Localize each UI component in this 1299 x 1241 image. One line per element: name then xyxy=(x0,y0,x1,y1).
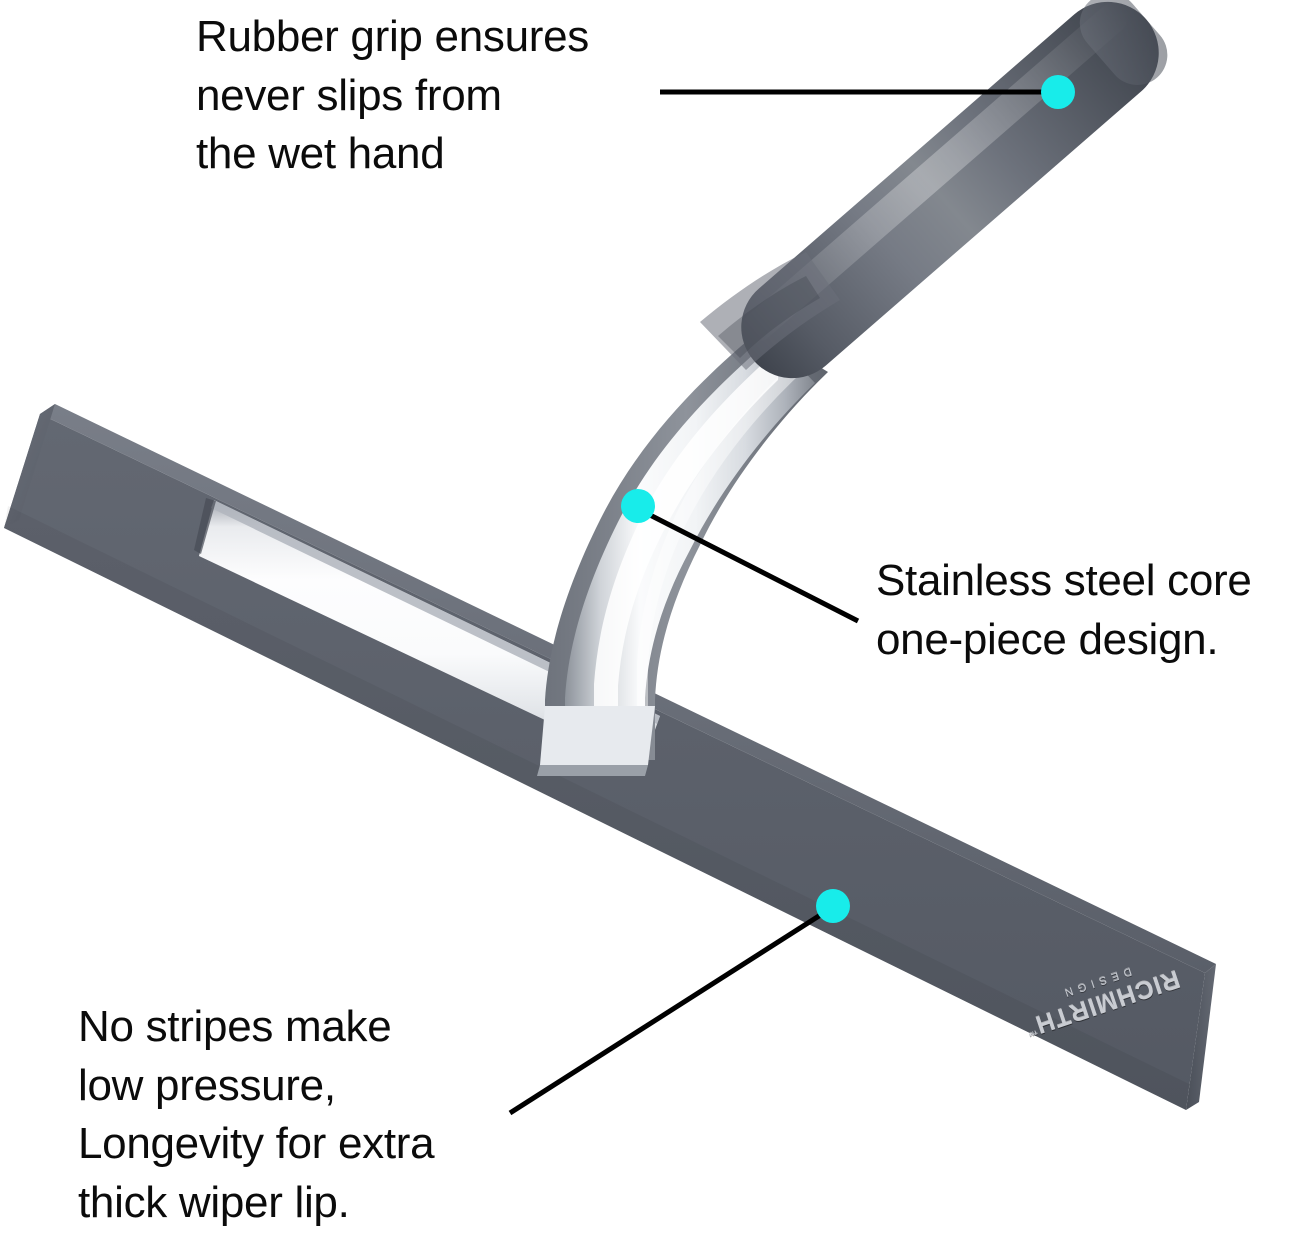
blade-lower-shade xyxy=(4,506,1189,1110)
marker-dot-core[interactable] xyxy=(621,489,655,523)
blade-steel-strip xyxy=(199,500,660,766)
blade-strip-notch xyxy=(194,498,216,554)
handle-core-socket xyxy=(700,252,840,370)
core-soft-highlight xyxy=(637,356,800,744)
stainless-steel-core xyxy=(537,330,828,776)
blade-right-end xyxy=(1186,964,1216,1110)
blade-steel-strip-edge xyxy=(211,500,660,724)
handle-core-shadow xyxy=(718,276,820,358)
leader-lines xyxy=(508,89,1044,1116)
marker-dot-lip[interactable] xyxy=(816,889,850,923)
core-highlight xyxy=(594,348,780,744)
handle-specular xyxy=(742,3,1128,342)
marker-dot-grip[interactable] xyxy=(1041,75,1075,109)
handle-end-cap xyxy=(1079,0,1168,85)
core-base-shadow xyxy=(537,765,648,776)
blade-left-tip xyxy=(4,404,55,528)
callout-text-stainless-core: Stainless steel core one-piece design. xyxy=(876,556,1252,664)
core-base-plate xyxy=(540,706,655,765)
leader-line-lip xyxy=(508,911,824,1116)
callout-text-rubber-grip: Rubber grip ensures never slips from the… xyxy=(196,12,589,179)
callout-markers xyxy=(621,75,1075,923)
callout-text-wiper-lip: No stripes make low pressure, Longevity … xyxy=(78,1002,435,1227)
leader-line-core xyxy=(648,512,860,624)
rubber-handle-grip xyxy=(700,0,1168,379)
core-polished-face xyxy=(565,338,815,752)
